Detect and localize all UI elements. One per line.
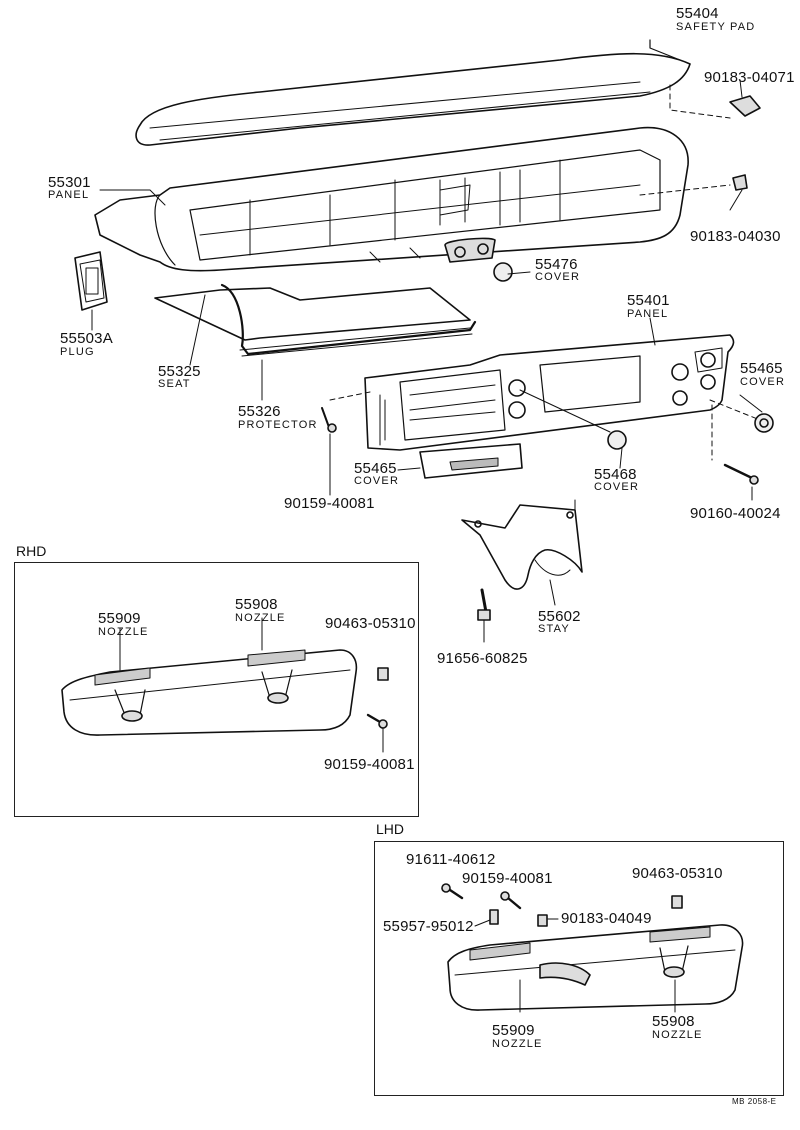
lower-panel-drawing bbox=[94, 126, 748, 272]
part-number-55468: 55468 bbox=[594, 466, 637, 483]
rhd-nozzle-drawing bbox=[61, 617, 358, 736]
cover-55465-strip-drawing bbox=[419, 443, 523, 479]
part-number-55404: 55404 bbox=[676, 5, 719, 22]
part-number-90160-40024: 90160-40024 bbox=[690, 505, 781, 522]
part-number-55465-right: 55465 bbox=[740, 360, 783, 377]
part-number-90183-04071: 90183-04071 bbox=[704, 69, 795, 86]
lhd-part-number-55908: 55908 bbox=[652, 1013, 695, 1030]
lhd-part-number-90463-05310: 90463-05310 bbox=[632, 865, 723, 882]
part-name-seat: SEAT bbox=[158, 378, 191, 390]
rhd-part-name-nozzle-55909: NOZZLE bbox=[98, 626, 149, 638]
lhd-bracket-55957-drawing bbox=[489, 909, 499, 925]
lhd-screw-91611-drawing bbox=[441, 883, 464, 900]
lhd-part-number-90183-04049: 90183-04049 bbox=[561, 910, 652, 927]
lhd-nozzle-drawing bbox=[447, 924, 744, 1013]
part-name-panel-55301: PANEL bbox=[48, 189, 90, 201]
lhd-part-number-55957-95012: 55957-95012 bbox=[383, 918, 474, 935]
rhd-part-number-90159-40081: 90159-40081 bbox=[324, 756, 415, 773]
cover-55476-drawing bbox=[493, 262, 513, 282]
cover-55465-round-drawing bbox=[754, 413, 774, 433]
rhd-part-name-nozzle-55908: NOZZLE bbox=[235, 612, 286, 624]
part-number-90159-40081-main: 90159-40081 bbox=[284, 495, 375, 512]
lhd-part-number-91611-40612: 91611-40612 bbox=[406, 851, 496, 868]
part-number-55401: 55401 bbox=[627, 292, 670, 309]
part-name-cover-55465-strip: COVER bbox=[354, 475, 400, 487]
lhd-screw-90159-drawing bbox=[500, 891, 522, 910]
section-title-rhd: RHD bbox=[16, 543, 47, 559]
screw-90160-drawing bbox=[723, 463, 759, 485]
part-name-stay: STAY bbox=[538, 623, 570, 635]
lhd-part-number-90159-40081: 90159-40081 bbox=[462, 870, 553, 887]
part-number-91656-60825: 91656-60825 bbox=[437, 650, 528, 667]
part-name-safety-pad: SAFETY PAD bbox=[676, 21, 756, 33]
part-number-55326: 55326 bbox=[238, 403, 281, 420]
rhd-part-number-55909: 55909 bbox=[98, 610, 141, 627]
lhd-part-name-nozzle-55909: NOZZLE bbox=[492, 1038, 543, 1050]
part-name-cover-55465-right: COVER bbox=[740, 376, 786, 388]
part-number-55301: 55301 bbox=[48, 174, 91, 191]
cover-55468-drawing bbox=[607, 430, 627, 450]
part-name-cover-55476: COVER bbox=[535, 271, 581, 283]
part-number-55602: 55602 bbox=[538, 608, 581, 625]
plug-drawing bbox=[74, 251, 108, 311]
part-number-55465-strip: 55465 bbox=[354, 460, 397, 477]
seat-drawing bbox=[154, 283, 477, 357]
lhd-clip-90183-drawing bbox=[537, 914, 548, 927]
rhd-screw-drawing bbox=[366, 713, 388, 753]
diagram-code: MB 2058-E bbox=[732, 1097, 777, 1106]
lhd-part-name-nozzle-55908: NOZZLE bbox=[652, 1029, 703, 1041]
lhd-section-box bbox=[374, 841, 784, 1096]
screw-90159-drawing bbox=[321, 407, 337, 496]
rhd-part-number-55908: 55908 bbox=[235, 596, 278, 613]
part-name-plug: PLUG bbox=[60, 346, 95, 358]
part-number-90183-04030: 90183-04030 bbox=[690, 228, 781, 245]
lhd-part-number-55909: 55909 bbox=[492, 1022, 535, 1039]
part-number-55476: 55476 bbox=[535, 256, 578, 273]
part-number-55325: 55325 bbox=[158, 363, 201, 380]
part-number-55503A: 55503A bbox=[60, 330, 113, 347]
part-name-panel-55401: PANEL bbox=[627, 308, 669, 320]
upper-panel-drawing bbox=[329, 334, 761, 461]
rhd-part-number-90463-05310: 90463-05310 bbox=[325, 615, 416, 632]
section-title-lhd: LHD bbox=[376, 821, 405, 837]
part-name-cover-55468: COVER bbox=[594, 481, 640, 493]
rhd-clip-drawing bbox=[377, 667, 389, 681]
lhd-clip-90463-drawing bbox=[671, 895, 683, 909]
safety-pad-drawing bbox=[135, 39, 761, 146]
stay-drawing bbox=[461, 499, 583, 606]
bolt-91656-drawing bbox=[477, 588, 491, 643]
part-name-protector: PROTECTOR bbox=[238, 419, 318, 431]
rhd-section-box bbox=[14, 562, 419, 817]
